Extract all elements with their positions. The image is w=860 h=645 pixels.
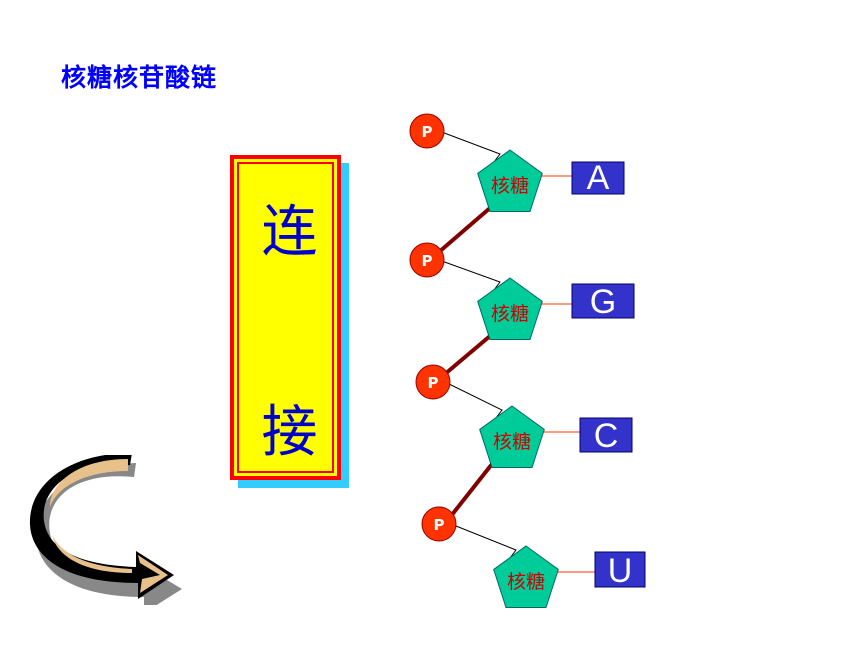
phosphate-label: P [434, 516, 445, 534]
phosphate-label: P [422, 123, 433, 141]
base-label: C [594, 417, 619, 455]
backbone-link [449, 462, 494, 518]
base-label: U [608, 552, 633, 590]
backbone-link [443, 334, 492, 376]
connect-label-box: 连 接 [230, 155, 349, 488]
base-box [594, 551, 646, 588]
sugar-pentagon [477, 149, 543, 212]
page-title: 核糖核苷酸链 [61, 63, 218, 92]
sugar-label: 核糖 [493, 431, 531, 453]
phosphate-circle [409, 242, 445, 278]
phosphate-circle [421, 506, 457, 542]
sugar-label: 核糖 [491, 175, 529, 197]
base-label: G [590, 283, 616, 321]
base-box [571, 161, 625, 195]
phosphate-circle [409, 113, 445, 149]
base-box [579, 417, 633, 453]
phosphate-label: P [422, 252, 433, 270]
connect-char-1: 连 [261, 200, 318, 265]
sugar-label: 核糖 [507, 571, 545, 593]
phosphate-circle [415, 364, 451, 400]
backbone-link [437, 206, 492, 254]
base-label: A [587, 159, 610, 197]
phosphate-sugar-bond [450, 523, 517, 567]
curved-return-arrow-icon [29, 455, 182, 605]
sugar-pentagon [479, 405, 545, 468]
base-box [571, 283, 635, 319]
connect-char-2: 接 [261, 400, 318, 465]
sugar-label: 核糖 [491, 303, 529, 325]
sugar-pentagon [477, 277, 543, 340]
phosphate-label: P [428, 374, 439, 392]
connect-label-frame: 连 接 [230, 155, 341, 480]
sugar-pentagon [493, 545, 559, 608]
